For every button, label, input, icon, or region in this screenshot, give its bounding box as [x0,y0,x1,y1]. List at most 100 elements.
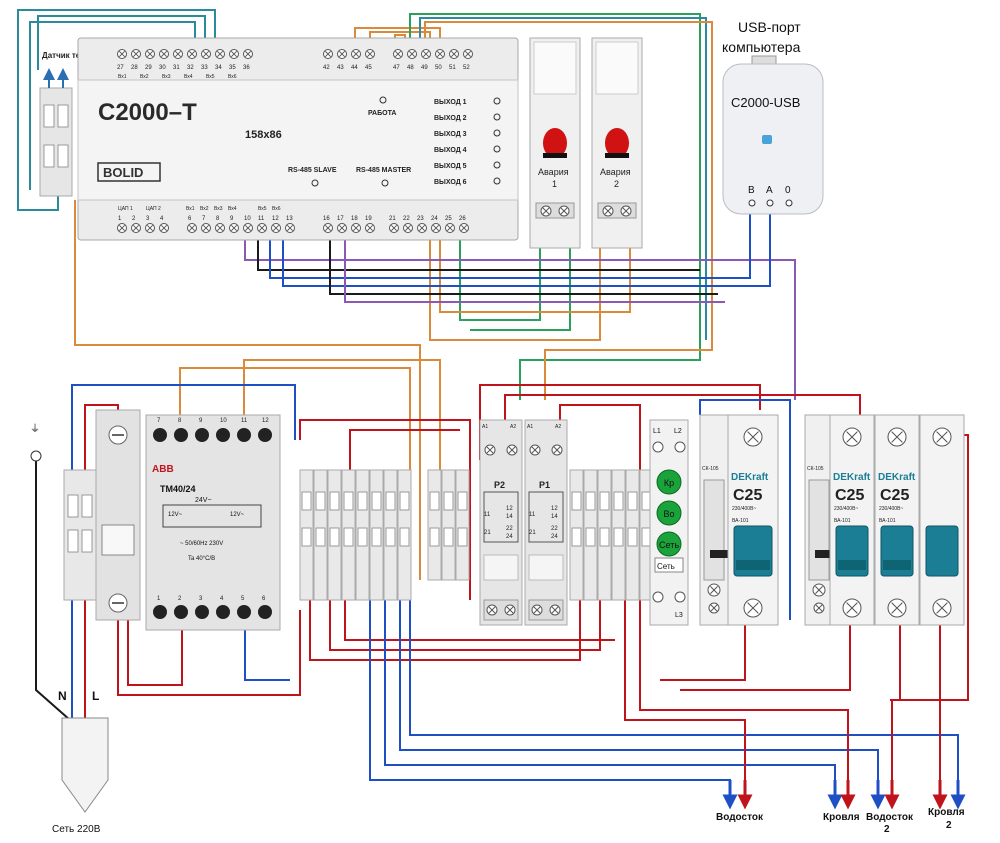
work-label: РАБОТА [368,110,396,117]
terminal-number: 5 [241,596,245,602]
terminal-number: 2 [178,596,182,602]
breaker-voltage: 230/400В~ [732,506,756,512]
terminal-number: 52 [463,65,470,71]
usb-led-icon [762,135,772,144]
terminal-number: 50 [435,65,442,71]
usb-top-label-2: компьютера [722,39,801,55]
output-led-icon [493,113,501,121]
relay-pin: 21 [529,530,536,536]
terminal-group-label: Вх4 [184,74,193,80]
wire-green [470,220,571,331]
relay-pin: 22 [551,526,558,532]
mains-input: ⏚ N L Сеть 220В [30,423,109,835]
terminal-group-label: ЦАП 2 [146,206,161,212]
terminal-number: 13 [286,216,293,222]
terminal-number: 4 [160,216,164,222]
relay-pin: 24 [506,534,513,540]
output-led-icon [493,161,501,169]
wire-red [127,600,183,686]
indicator-lamp-icon [656,500,682,526]
terminal-number: 28 [131,65,138,71]
terminal-number: 2 [132,216,136,222]
terminal-group-label: Вх3 [162,74,171,80]
out-label-vodostok2: Водосток [866,812,914,823]
terminal-block [441,469,456,581]
breaker-rating: C25 [733,487,762,504]
controller-brand: BOLID [103,165,143,180]
terminal-block [639,469,654,601]
wire-red [680,625,851,691]
terminal-block [397,469,412,601]
breaker-rating: C25 [880,487,909,504]
relay-pin: 12 [551,506,558,512]
relay-name: Р2 [494,480,505,490]
indicator-pin-l3: L3 [675,612,683,619]
terminal-number: 51 [449,65,456,71]
transformer-voltage-top: 24V~ [195,497,212,504]
wire-teal [29,21,196,190]
output-label: ВЫХОД 1 [434,99,467,106]
breaker-brand: DEKraft [833,472,871,483]
contactors: СК-105 СК-105 [699,414,843,626]
terminal-block [625,469,640,601]
terminal-number: 42 [323,65,330,71]
relay-pin: A1 [527,424,533,430]
wires [17,9,969,790]
breaker-rating: C25 [835,487,864,504]
terminal-group-label: Вх4 [228,206,237,212]
terminal-blocks [299,469,654,601]
wire-red [891,625,901,790]
out-label-krovlya: Кровля [823,812,860,823]
output-led-icon [493,129,501,137]
breaker-voltage: 230/400В~ [834,506,858,512]
terminal-group-label: Вх3 [214,206,223,212]
wire-purple [344,240,725,303]
indicator-lamp-label: Сеть [659,540,679,550]
contactor-label: СК-105 [702,466,719,472]
terminal-number: 32 [187,65,194,71]
terminal-block [313,469,328,601]
terminal-number: 34 [215,65,222,71]
breaker-brand: DEKraft [878,472,916,483]
terminal-number: 4 [220,596,224,602]
output-led-icon [493,145,501,153]
alarm-number: 1 [552,179,557,189]
terminal-number: 24 [431,216,438,222]
wire-blue [409,600,959,790]
wire-black [329,240,718,295]
terminal-number: 48 [407,65,414,71]
relay-pin: 21 [484,530,491,536]
wire-blue [244,615,290,681]
wire-red [117,600,301,696]
contactor: СК-105 [804,414,843,626]
terminal-number: 11 [258,216,265,222]
terminal-number: 7 [202,216,206,222]
terminal-number: 36 [243,65,250,71]
indicator-label: Сеть [657,562,675,571]
terminal-number: 22 [403,216,410,222]
terminal-number: 31 [173,65,180,71]
terminal-group-label: Вх5 [258,206,267,212]
terminal-number: 12 [272,216,279,222]
wire-blue [282,205,771,287]
terminal-block [355,469,370,601]
terminal-number: 26 [459,216,466,222]
terminal-number: 6 [188,216,192,222]
terminal-number: 19 [365,216,372,222]
wire-black [257,240,700,271]
terminal-group-label: ЦАП 1 [118,206,133,212]
wire-red [349,429,460,470]
relay-pin: A2 [555,424,561,430]
ground-icon: ⏚ [30,423,40,435]
transformer-temp: Ta 40°C/B [188,556,215,562]
